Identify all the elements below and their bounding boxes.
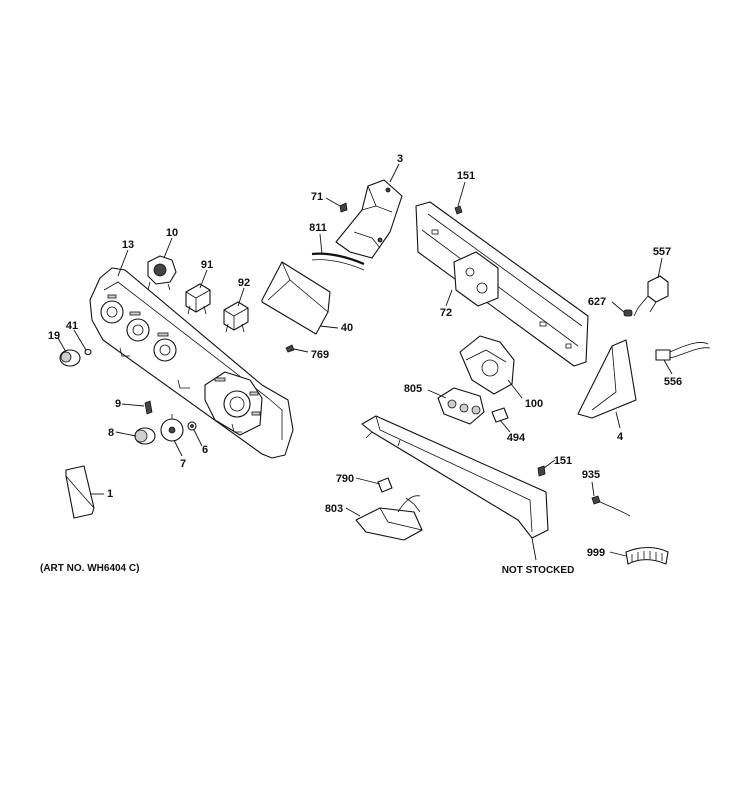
part-92-switch: [223, 301, 249, 333]
part-10-switch: [147, 255, 177, 291]
callout-151a: 151: [457, 170, 475, 182]
callout-627: 627: [588, 296, 606, 308]
callout-13: 13: [122, 239, 134, 251]
part-557-switch: [633, 275, 669, 317]
callout-805: 805: [404, 383, 422, 395]
callout-19: 19: [48, 330, 60, 342]
callout-557: 557: [653, 246, 671, 258]
callout-494: 494: [507, 432, 526, 444]
callout-6: 6: [202, 444, 208, 456]
leader-lines: [57, 163, 673, 561]
part-627-clip: [623, 309, 633, 317]
part-6-nut: [187, 421, 197, 431]
part-8-knob: [134, 427, 156, 445]
callout-769: 769: [311, 349, 329, 361]
callout-556: 556: [664, 376, 682, 388]
part-494-block: [491, 407, 509, 423]
part-40-cover: [261, 261, 331, 335]
callout-7: 7: [180, 458, 186, 470]
callout-151b: 151: [554, 455, 572, 467]
callout-8: 8: [108, 427, 114, 439]
callout-41: 41: [66, 320, 78, 332]
part-41-clip: [84, 348, 92, 356]
part-803-housing: [355, 495, 423, 541]
callout-9: 9: [115, 398, 121, 410]
callout-811: 811: [309, 222, 327, 234]
callout-91: 91: [201, 259, 213, 271]
callout-71: 71: [311, 191, 323, 203]
part-811-tube: [311, 252, 365, 271]
part-not-stocked-bracket: [361, 415, 549, 539]
callout-935: 935: [582, 469, 600, 481]
callout-92: 92: [238, 277, 250, 289]
callout-4: 4: [617, 431, 624, 443]
part-805-valve: [437, 387, 485, 425]
part-19-knob: [59, 349, 81, 367]
part-4-bracket: [577, 339, 637, 419]
part-9-clip: [144, 400, 153, 415]
part-769-screw: [285, 344, 295, 353]
callout-100: 100: [525, 398, 543, 410]
part-790-clamp: [377, 477, 393, 493]
callout-999: 999: [587, 547, 605, 559]
part-100-bracket: [459, 335, 515, 395]
callout-790: 790: [336, 473, 354, 485]
part-1-literature: [65, 465, 95, 519]
part-151-screw-lower: [537, 465, 546, 477]
callout-1: 1: [107, 488, 113, 500]
part-91-switch: [185, 283, 211, 315]
part-151-screw-top: [454, 205, 463, 215]
part-13-control-panel: [89, 267, 294, 459]
not-stocked-note: NOT STOCKED: [502, 565, 575, 576]
callout-3: 3: [397, 153, 403, 165]
part-3-bracket: [335, 179, 403, 259]
part-999-harness: [625, 546, 669, 565]
part-7-dial: [160, 414, 184, 442]
callout-803: 803: [325, 503, 343, 515]
part-556-harness: [655, 342, 711, 361]
part-72-backsplash: [415, 201, 589, 367]
art-number-note: (ART NO. WH6404 C): [40, 563, 139, 574]
part-935-wire: [591, 495, 631, 517]
part-71-screw: [339, 202, 348, 213]
callout-10: 10: [166, 227, 178, 239]
callout-72: 72: [440, 307, 452, 319]
callout-40: 40: [341, 322, 353, 334]
